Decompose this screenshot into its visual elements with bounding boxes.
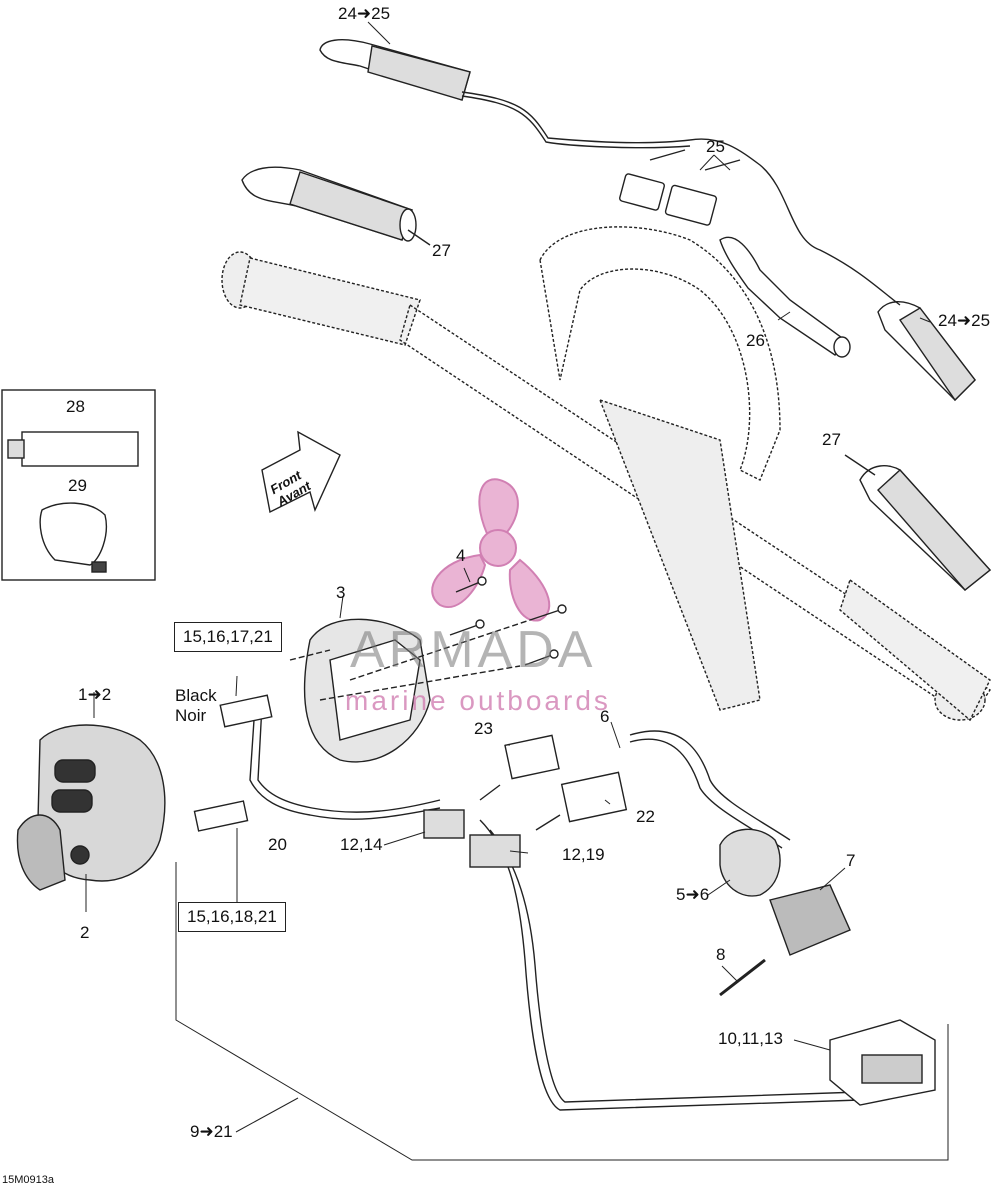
callout-29: 29 xyxy=(68,476,87,495)
boxed-callout-bottom: 15,16,18,21 xyxy=(178,902,286,932)
callout-7: 7 xyxy=(846,851,856,870)
watermark-tagline: marine outboards xyxy=(345,685,611,716)
callout-10-11-13: 10,11,13 xyxy=(718,1029,783,1048)
connector-color-fr: Noir xyxy=(175,706,207,725)
connector-block xyxy=(829,1019,936,1106)
sealant-kit-box xyxy=(1,389,156,581)
boxed-callout-top: 15,16,17,21 xyxy=(174,622,282,652)
heated-grip-top xyxy=(319,39,691,149)
callout-20: 20 xyxy=(268,835,287,854)
connector-color-label: Black Noir xyxy=(175,686,217,726)
callout-4: 4 xyxy=(456,546,466,565)
callout-24-25-right: 24➜25 xyxy=(938,311,991,330)
watermark-brand: ARMADA xyxy=(350,621,597,679)
switch-housing xyxy=(16,724,166,891)
callout-3: 3 xyxy=(336,583,346,602)
hose xyxy=(719,236,851,358)
connector-color-en: Black xyxy=(175,686,217,705)
grip-sleeve-upper xyxy=(241,166,431,246)
callout-1-2: 1➜2 xyxy=(78,685,112,704)
callout-6: 6 xyxy=(600,707,610,726)
callout-9-21: 9➜21 xyxy=(190,1122,233,1141)
leader-lines xyxy=(85,21,949,1161)
callout-5-6: 5➜6 xyxy=(676,885,710,904)
screws xyxy=(319,576,567,701)
callout-26: 26 xyxy=(746,331,765,350)
handlebar xyxy=(221,226,991,722)
callout-24-25-top: 24➜25 xyxy=(338,4,391,23)
callout-12-14: 12,14 xyxy=(340,835,383,854)
callout-22: 22 xyxy=(636,807,655,826)
watermark-propeller-icon xyxy=(431,478,551,622)
callout-2: 2 xyxy=(80,923,90,942)
harness-connectors xyxy=(193,694,628,868)
connector-pair xyxy=(619,149,741,226)
callout-27-upper: 27 xyxy=(432,241,451,260)
callout-8: 8 xyxy=(716,945,726,964)
diagram-code: 15M0913a xyxy=(2,1174,54,1186)
callout-12-19: 12,19 xyxy=(562,845,605,864)
key-switch-assembly xyxy=(719,828,851,997)
heated-grip-right xyxy=(689,138,976,402)
front-direction-arrow-icon xyxy=(261,430,341,514)
callout-23: 23 xyxy=(474,719,493,738)
callout-28: 28 xyxy=(66,397,85,416)
callout-27-right: 27 xyxy=(822,430,841,449)
grip-sleeve-right xyxy=(844,454,992,591)
callout-25: 25 xyxy=(706,137,725,156)
